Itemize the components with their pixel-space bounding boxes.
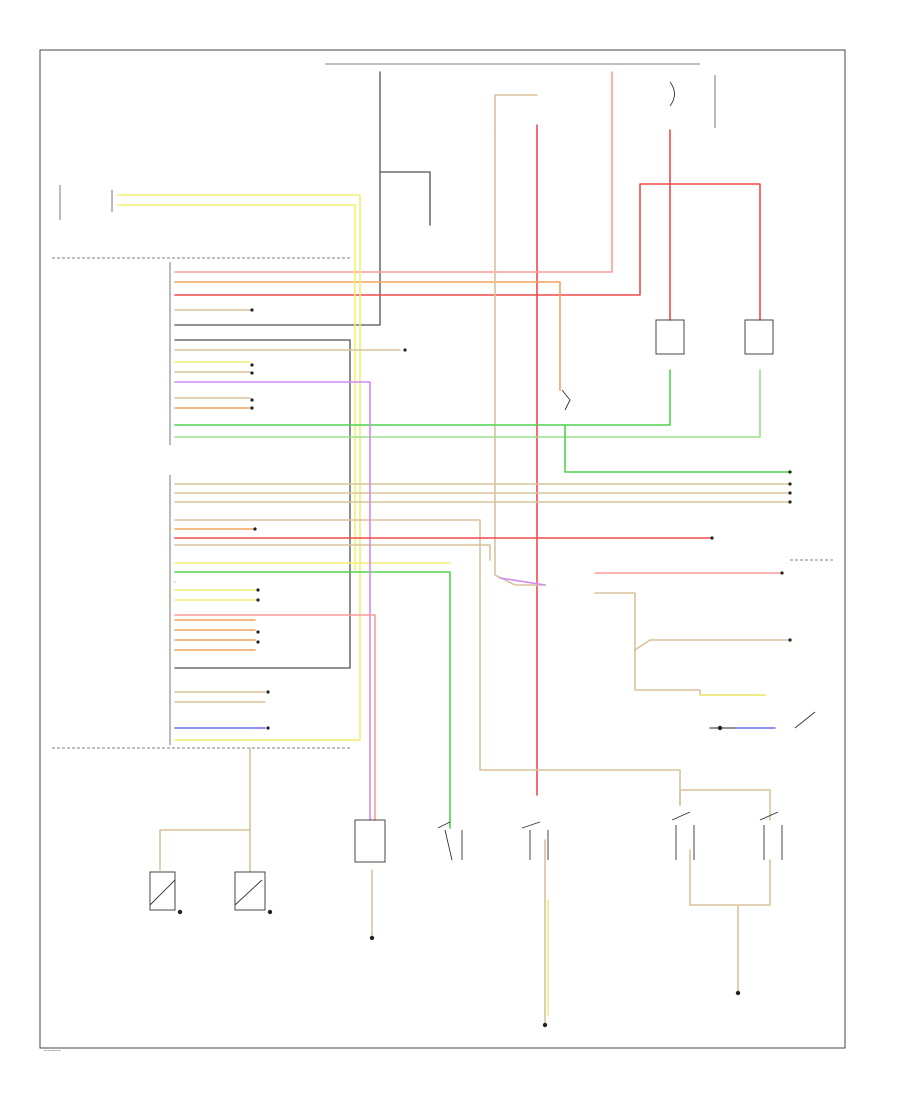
- wire-tan-loop: [494, 94, 538, 129]
- wire-green-door: [174, 571, 451, 829]
- connector-arrow-icon: [788, 638, 792, 642]
- wire-grey-return: [174, 339, 351, 669]
- switch-icon: [759, 811, 783, 860]
- connector-arrow-icon: [266, 690, 270, 694]
- wire-pink-fuse: [174, 71, 613, 273]
- wire-green-3: [564, 424, 791, 473]
- wire-green-1: [174, 369, 671, 426]
- connector-arrow-icon: [403, 348, 407, 352]
- connector-arrow-icon: [250, 308, 254, 312]
- connector-arrow-icon: [256, 630, 260, 634]
- relay-left: [655, 319, 685, 355]
- connector-arrow-icon: [250, 398, 254, 402]
- switch-icon: [561, 389, 571, 411]
- switch-icon: [234, 879, 263, 906]
- wire-yellow-sensor-2: [117, 204, 356, 571]
- wire-tan-trunk-2: [634, 639, 791, 651]
- connector-arrow-icon: [250, 406, 254, 410]
- wire-tan-bus-6: [174, 544, 491, 561]
- door-switch-left: [149, 871, 176, 911]
- wire-tan-rear-2: [689, 849, 771, 906]
- wire-tan-vertical: [494, 127, 546, 586]
- ground-icon: [735, 990, 741, 996]
- connector-arrow-icon: [256, 598, 260, 602]
- connector-arrow-icon: [788, 470, 792, 474]
- switch-icon: [671, 811, 695, 860]
- relay-right: [744, 319, 774, 355]
- connector-arrow-icon: [710, 536, 714, 540]
- wire-yellow-sensor-1: [117, 194, 361, 741]
- footer-code: ~~~~~: [44, 1048, 61, 1053]
- wire-pink-driver: [174, 614, 376, 821]
- connector-arrow-icon: [253, 527, 257, 531]
- ground-icon: [267, 909, 273, 915]
- connector-arrow-icon: [250, 363, 254, 367]
- connector-arrow-icon: [788, 482, 792, 486]
- wire-red-batt: [174, 183, 761, 321]
- wire-grey-supply: [174, 71, 381, 326]
- ground-icon: [177, 909, 183, 915]
- glove-lamp-box: [354, 819, 386, 863]
- switch-icon: [794, 711, 816, 729]
- wire-tan-trunk: [594, 592, 766, 696]
- wire-violet-cross: [499, 577, 546, 586]
- wire-tan-bus-5: [174, 519, 681, 806]
- ground-icon: [542, 1022, 548, 1028]
- diagram-frame: [39, 49, 846, 1049]
- switch-icon: [149, 879, 176, 906]
- switch-icon: [437, 821, 463, 861]
- door-switch-right: [234, 871, 266, 911]
- ground-icon: [369, 935, 375, 941]
- wire-orange-sw: [174, 281, 561, 391]
- wire-tan-door-left: [159, 747, 251, 871]
- ground-icon: [717, 725, 723, 731]
- connector-arrow-icon: [788, 491, 792, 495]
- connector-arrow-icon: [256, 640, 260, 644]
- connector-arrow-icon: [256, 588, 260, 592]
- switch-icon: [521, 821, 549, 860]
- fuse-icon: [669, 81, 675, 107]
- wire-tan-rear-1: [679, 789, 771, 821]
- wire-light-green-2: [174, 369, 761, 438]
- connector-arrow-icon: [780, 571, 784, 575]
- connector-arrow-icon: [788, 500, 792, 504]
- connector-arrow-icon: [250, 371, 254, 375]
- wire-violet-door: [174, 381, 371, 821]
- wire-grey-branch: [379, 171, 431, 226]
- connector-arrow-icon: [266, 726, 270, 730]
